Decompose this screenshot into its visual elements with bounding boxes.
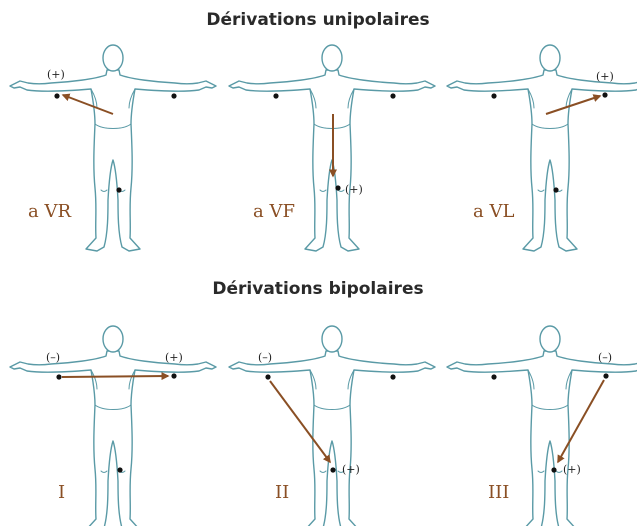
waist-line <box>94 404 132 410</box>
body-silhouette <box>446 69 637 252</box>
right-armpit-line <box>128 369 136 390</box>
body-silhouette <box>9 350 217 526</box>
left-knee-line <box>537 470 545 473</box>
polarity-sign-label: (–) <box>258 351 272 364</box>
vector-arrow-lead-ii <box>269 380 331 464</box>
electrode-leg <box>330 467 336 473</box>
vector-arrow-avl <box>545 94 602 115</box>
lead-label: II <box>275 482 289 503</box>
polarity-sign-label: (+) <box>47 68 65 81</box>
right-knee-line <box>337 470 345 473</box>
head-outline <box>321 325 343 353</box>
polarity-sign-label: (+) <box>563 463 581 476</box>
head-outline <box>102 325 124 353</box>
body-figure-1 <box>228 44 436 252</box>
electrode-left-arm <box>603 373 609 379</box>
electrode-leg <box>117 467 123 473</box>
electrode-right-arm <box>491 93 497 99</box>
electrode-leg <box>116 187 122 193</box>
electrode-leg <box>553 187 559 193</box>
body-silhouette <box>446 350 637 526</box>
vector-arrow-avr <box>61 93 114 115</box>
lead-label: a VR <box>28 201 71 222</box>
right-knee-line <box>555 470 563 473</box>
left-knee-line <box>100 470 108 473</box>
electrode-leg <box>335 185 341 191</box>
waist-line <box>313 404 351 410</box>
left-knee-line <box>319 189 327 192</box>
lead-label: III <box>488 482 509 503</box>
head-outline <box>539 44 561 72</box>
waist-line <box>531 123 569 129</box>
figures-layer: (+) a VR (+) a VF (+) a VL (–) (+) I (–) (+) II (–) (… <box>9 44 637 526</box>
vector-arrow-lead-i <box>61 372 170 381</box>
electrode-left-arm <box>390 374 396 380</box>
body-figure-4 <box>228 325 436 526</box>
left-armpit-line <box>527 369 535 390</box>
lead-label: a VL <box>473 201 514 222</box>
electrode-right-arm <box>56 374 62 380</box>
right-armpit-line <box>347 88 355 109</box>
polarity-sign-label: (+) <box>596 70 614 83</box>
section-title-bipolar: Dérivations bipolaires <box>212 279 423 299</box>
body-figure-3 <box>9 325 217 526</box>
electrode-right-arm <box>265 374 271 380</box>
left-knee-line <box>537 189 545 192</box>
electrode-leg <box>551 467 557 473</box>
right-armpit-line <box>565 369 573 390</box>
body-figure-0 <box>9 44 217 252</box>
left-armpit-line <box>309 369 317 390</box>
electrode-left-arm <box>390 93 396 99</box>
electrode-left-arm <box>171 93 177 99</box>
head-outline <box>102 44 124 72</box>
right-armpit-line <box>128 88 136 109</box>
head-outline <box>539 325 561 353</box>
electrode-left-arm <box>171 373 177 379</box>
body-figure-2 <box>446 44 637 252</box>
polarity-sign-label: (+) <box>345 183 363 196</box>
left-armpit-line <box>90 88 98 109</box>
electrode-right-arm <box>273 93 279 99</box>
left-knee-line <box>319 470 327 473</box>
lead-label: a VF <box>253 201 295 222</box>
left-knee-line <box>100 189 108 192</box>
head-outline <box>321 44 343 72</box>
left-armpit-line <box>309 88 317 109</box>
section-title-unipolar: Dérivations unipolaires <box>206 10 429 30</box>
lead-label: I <box>58 482 65 503</box>
body-silhouette <box>9 69 217 252</box>
electrode-left-arm <box>602 92 608 98</box>
polarity-sign-label: (–) <box>598 351 612 364</box>
polarity-sign-label: (+) <box>165 351 183 364</box>
electrode-right-arm <box>491 374 497 380</box>
waist-line <box>94 123 132 129</box>
left-armpit-line <box>90 369 98 390</box>
left-armpit-line <box>527 88 535 109</box>
polarity-sign-label: (+) <box>342 463 360 476</box>
body-figure-5 <box>446 325 637 526</box>
electrode-right-arm <box>54 93 60 99</box>
right-armpit-line <box>347 369 355 390</box>
body-silhouette <box>228 350 436 526</box>
vector-arrow-lead-iii <box>557 379 605 464</box>
polarity-sign-label: (–) <box>46 351 60 364</box>
waist-line <box>531 404 569 410</box>
